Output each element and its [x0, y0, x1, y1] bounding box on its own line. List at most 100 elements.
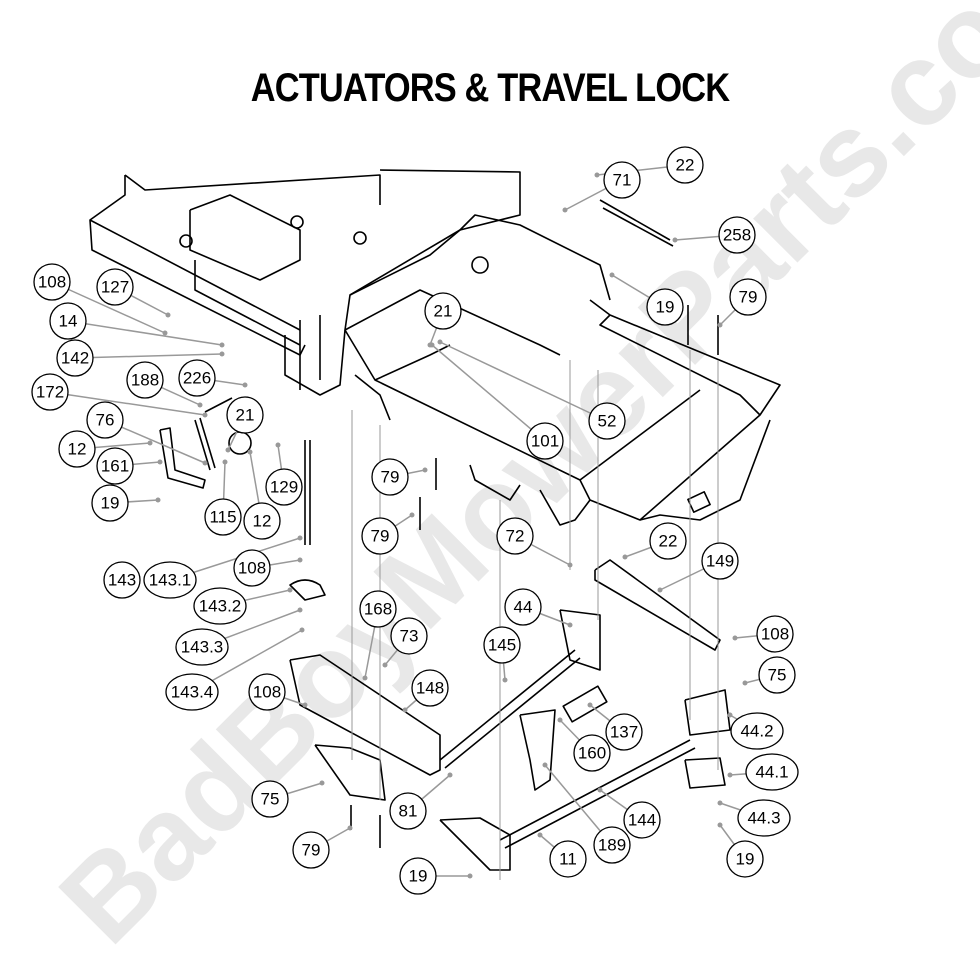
callout-79: 79 — [371, 458, 428, 496]
callout-189: 189 — [542, 762, 631, 864]
callout-44.1: 44.1 — [727, 753, 799, 791]
callout-143.2: 143.2 — [193, 587, 293, 625]
callout-bubble — [573, 734, 611, 772]
callout-number: 127 — [101, 278, 129, 297]
callout-160: 160 — [557, 717, 611, 772]
callout-number: 226 — [183, 369, 211, 388]
leader-arrow — [727, 772, 733, 778]
callout-number: 108 — [238, 559, 266, 578]
leader-arrow — [155, 497, 161, 503]
callout-number: 172 — [36, 383, 64, 402]
callout-number: 143.3 — [181, 638, 224, 657]
callout-161: 161 — [96, 447, 163, 485]
components — [159, 199, 731, 871]
leader-arrow — [587, 702, 593, 708]
leader-line — [74, 353, 223, 359]
leader-arrow — [557, 717, 563, 723]
callout-bubble — [193, 587, 247, 625]
leader-arrow — [717, 322, 723, 328]
callout-19: 19 — [91, 484, 161, 522]
leader-arrow — [429, 342, 435, 348]
callout-number: 161 — [101, 457, 129, 476]
callout-142: 142 — [56, 339, 225, 377]
leader-arrow — [609, 272, 615, 278]
callout-149: 149 — [657, 542, 739, 593]
callout-71: 71 — [562, 161, 641, 213]
callout-number: 22 — [659, 532, 678, 551]
leader-arrow — [319, 780, 325, 786]
leader-arrow — [537, 832, 543, 838]
leader-arrow — [672, 237, 678, 243]
callout-number: 76 — [96, 411, 115, 430]
leader-arrow — [157, 459, 163, 465]
callout-number: 149 — [706, 552, 734, 571]
callout-44.3: 44.3 — [717, 799, 791, 837]
callout-75: 75 — [251, 780, 325, 818]
callout-108: 108 — [233, 549, 303, 587]
callout-226: 226 — [178, 359, 248, 397]
callout-bubble — [756, 615, 794, 653]
callout-number: 19 — [656, 298, 675, 317]
callout-76: 76 — [86, 401, 208, 466]
callout-12: 12 — [243, 449, 281, 540]
callout-172: 172 — [31, 373, 208, 418]
callout-number: 52 — [598, 412, 617, 431]
callout-bubble — [265, 468, 303, 506]
leader-arrow — [732, 635, 738, 641]
callout-137: 137 — [587, 702, 643, 751]
callout-number: 71 — [613, 171, 632, 190]
callout-bubble — [175, 628, 229, 666]
callout-bubble — [58, 430, 96, 468]
leader-arrow — [447, 772, 453, 778]
callout-bubble — [86, 401, 124, 439]
callout-bubble — [649, 522, 687, 560]
leader-arrow — [147, 440, 153, 446]
leader-arrow — [219, 351, 225, 357]
callout-number: 143.1 — [149, 571, 192, 590]
callout-bubble — [49, 302, 87, 340]
callout-bubble — [233, 549, 271, 587]
callout-number: 12 — [253, 512, 272, 531]
callout-number: 79 — [381, 468, 400, 487]
callout-number: 44 — [514, 598, 533, 617]
callout-bubble — [96, 447, 134, 485]
callout-bubble — [165, 673, 219, 711]
callout-number: 11 — [559, 850, 577, 869]
callout-21: 21 — [424, 292, 462, 348]
leader-arrow — [727, 712, 733, 718]
callout-14: 14 — [49, 302, 225, 348]
callout-number: 19 — [736, 850, 755, 869]
leader-line — [439, 341, 608, 422]
leader-arrow — [562, 207, 568, 213]
leader-line — [51, 281, 166, 334]
callout-188: 188 — [126, 361, 203, 408]
leader-line — [49, 391, 206, 416]
leader-arrow — [297, 557, 303, 563]
leader-arrow — [165, 312, 171, 318]
leader-arrow — [422, 467, 428, 473]
callout-bubble — [623, 801, 661, 839]
callout-75: 75 — [742, 656, 796, 694]
callout-number: 108 — [761, 625, 789, 644]
callout-number: 148 — [416, 679, 444, 698]
callout-number: 143.4 — [171, 683, 214, 702]
callout-22: 22 — [594, 146, 704, 184]
callout-number: 44.3 — [747, 809, 780, 828]
callout-127: 127 — [96, 268, 171, 318]
callout-bubble — [411, 669, 449, 707]
callout-19: 19 — [609, 272, 684, 326]
callout-101: 101 — [429, 342, 564, 460]
callout-19: 19 — [717, 822, 764, 878]
main-frame — [89, 169, 781, 526]
callout-bubble — [424, 292, 462, 330]
callout-bubble — [483, 626, 521, 664]
callout-bubble — [726, 840, 764, 878]
leader-arrow — [197, 402, 203, 408]
callout-79: 79 — [361, 512, 415, 555]
callout-143.1: 143.1 — [143, 535, 303, 599]
callout-number: 22 — [676, 156, 695, 175]
callout-bubble — [390, 617, 428, 655]
leader-arrow — [742, 680, 748, 686]
callout-number: 258 — [723, 226, 751, 245]
leader-arrow — [162, 330, 168, 336]
